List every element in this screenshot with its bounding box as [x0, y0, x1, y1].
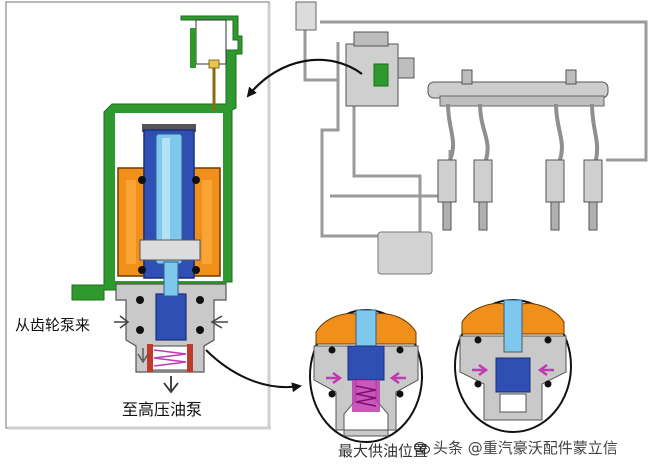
watermark: 头条 @重汽豪沃配件蒙立信	[414, 437, 618, 458]
inlet-arrows	[114, 315, 228, 329]
injector-lines	[446, 103, 600, 161]
wechat-icon	[414, 441, 430, 454]
injectors	[437, 159, 603, 231]
common-rail	[427, 69, 609, 107]
callout-arrow-to-detail	[205, 349, 302, 393]
detail-max-fuel-position	[309, 309, 423, 443]
callout-arrow-to-cutaway	[246, 58, 363, 98]
label-from-gear-pump: 从齿轮泵来	[15, 316, 91, 334]
outlet-arrows	[137, 348, 179, 394]
high-pressure-pump	[345, 31, 415, 107]
watermark-text: 头条 @重汽豪沃配件蒙立信	[433, 439, 618, 457]
metering-valve-cutaway	[71, 15, 243, 373]
fuel-filter	[295, 1, 317, 31]
label-max-fuel-position: 最大供油位置	[338, 442, 429, 460]
fuel-tank	[377, 231, 433, 275]
label-to-high-pressure-pump: 至高压油泵	[122, 400, 203, 419]
detail-minimum-position	[454, 299, 572, 433]
